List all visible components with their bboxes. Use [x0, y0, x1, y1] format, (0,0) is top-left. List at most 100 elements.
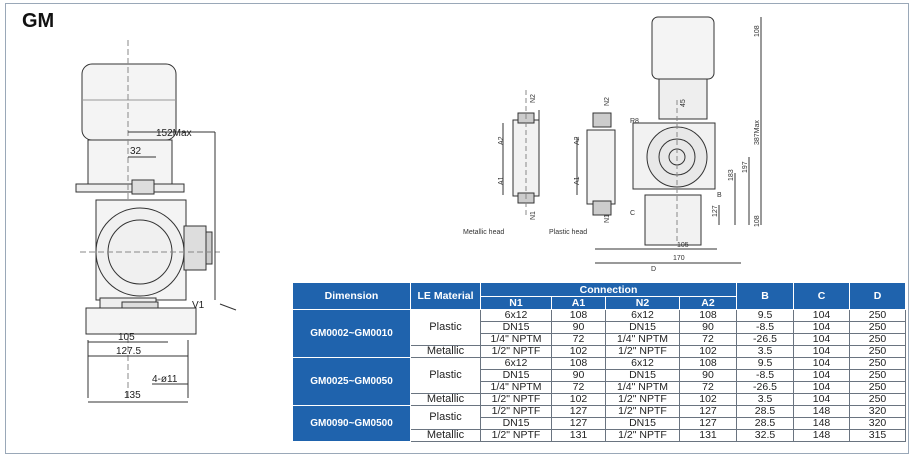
- cell-b: 3.5: [736, 345, 794, 358]
- cell-n2: 1/2" NPTF: [605, 405, 680, 418]
- cell-c: 104: [793, 345, 850, 358]
- dimension-table: Dimension LE Material Connection B C D N…: [292, 282, 906, 442]
- cell-c: 104: [793, 333, 850, 346]
- cell-a2: 102: [679, 345, 737, 358]
- header-n2: N2: [605, 296, 680, 310]
- material-cell: Metallic: [410, 393, 481, 406]
- cell-c: 104: [793, 309, 850, 322]
- cell-d: 250: [849, 345, 906, 358]
- cell-a1: 131: [551, 429, 606, 442]
- cell-a1: 102: [551, 345, 606, 358]
- header-le-material: LE Material: [410, 282, 481, 310]
- header-c: C: [793, 282, 850, 310]
- side-view-drawing: N2 A2 A1 N1 Metallic head N2 A2 A1 N1 Pl…: [463, 16, 762, 273]
- cell-b: 32.5: [736, 429, 794, 442]
- cell-n1: DN15: [480, 321, 552, 334]
- cell-a2: 90: [679, 369, 737, 382]
- dim-127: 127: [712, 205, 719, 217]
- dim-45: 45: [680, 99, 687, 107]
- cell-d: 250: [849, 381, 906, 394]
- cell-d: 250: [849, 369, 906, 382]
- cell-c: 148: [793, 405, 850, 418]
- group-dimension: GM0025~GM0050: [292, 357, 411, 406]
- cell-n2: 1/2" NPTF: [605, 429, 680, 442]
- cell-n1: DN15: [480, 369, 552, 382]
- dim-152max: 152Max: [156, 128, 192, 139]
- cell-c: 104: [793, 321, 850, 334]
- cell-d: 320: [849, 405, 906, 418]
- dim-a1-a: A1: [498, 176, 505, 185]
- cell-n2: 6x12: [605, 309, 680, 322]
- dim-105: 105: [118, 332, 135, 343]
- cell-n1: 1/4" NPTM: [480, 333, 552, 346]
- header-connection: Connection: [480, 282, 737, 297]
- cell-b: -26.5: [736, 381, 794, 394]
- cell-n2: DN15: [605, 417, 680, 430]
- plastic-head: [586, 129, 616, 205]
- cell-a1: 90: [551, 369, 606, 382]
- motor-side: [651, 16, 715, 80]
- cell-b: 9.5: [736, 357, 794, 370]
- dim-d: D: [651, 266, 656, 273]
- dim-n1-b: N1: [604, 214, 611, 223]
- cell-b: 28.5: [736, 405, 794, 418]
- cell-a2: 90: [679, 321, 737, 334]
- cell-d: 320: [849, 417, 906, 430]
- cell-b: 9.5: [736, 309, 794, 322]
- cell-d: 250: [849, 333, 906, 346]
- cell-n1: 1/4" NPTM: [480, 381, 552, 394]
- cell-n2: DN15: [605, 369, 680, 382]
- cell-a1: 72: [551, 381, 606, 394]
- header-n1: N1: [480, 296, 552, 310]
- cell-b: 3.5: [736, 393, 794, 406]
- cell-d: 250: [849, 357, 906, 370]
- cell-d: 250: [849, 309, 906, 322]
- dim-r8: R8: [630, 118, 639, 125]
- dim-v1: V1: [192, 300, 205, 311]
- cell-n1: 1/2" NPTF: [480, 393, 552, 406]
- front-view-drawing: 152Max 32 V1 105 127.5 4-ø11 135: [75, 40, 237, 403]
- cell-d: 250: [849, 393, 906, 406]
- cell-a1: 108: [551, 309, 606, 322]
- motor-base: [87, 139, 173, 185]
- cell-n2: 1/4" NPTM: [605, 381, 680, 394]
- cell-a2: 131: [679, 429, 737, 442]
- cell-d: 250: [849, 321, 906, 334]
- group-dimension: GM0090~GM0500: [292, 405, 411, 442]
- cell-n1: 1/2" NPTF: [480, 405, 552, 418]
- label-plastic-head: Plastic head: [549, 229, 587, 236]
- cell-n2: DN15: [605, 321, 680, 334]
- dim-183: 183: [728, 169, 735, 181]
- cell-a2: 108: [679, 309, 737, 322]
- dim-n1-a: N1: [530, 211, 537, 220]
- cell-n2: 1/2" NPTF: [605, 393, 680, 406]
- cell-b: -26.5: [736, 333, 794, 346]
- cell-a1: 102: [551, 393, 606, 406]
- cell-n2: 1/4" NPTM: [605, 333, 680, 346]
- cell-c: 148: [793, 417, 850, 430]
- cell-c: 104: [793, 369, 850, 382]
- group-dimension: GM0002~GM0010: [292, 309, 411, 358]
- page-title: GM: [22, 10, 55, 32]
- cell-a2: 127: [679, 405, 737, 418]
- cell-n2: 6x12: [605, 357, 680, 370]
- dim-4-phi-11: 4-ø11: [152, 374, 178, 385]
- cell-b: -8.5: [736, 369, 794, 382]
- header-b: B: [736, 282, 794, 310]
- pump-base: [85, 307, 197, 335]
- cell-n1: 1/2" NPTF: [480, 345, 552, 358]
- header-d: D: [849, 282, 906, 310]
- material-cell: Metallic: [410, 429, 481, 442]
- cell-c: 104: [793, 393, 850, 406]
- dim-n2-a: N2: [530, 94, 537, 103]
- cell-n1: 6x12: [480, 357, 552, 370]
- cell-d: 315: [849, 429, 906, 442]
- dim-127-5: 127.5: [116, 346, 141, 357]
- header-dimension: Dimension: [292, 282, 411, 310]
- header-a1: A1: [551, 296, 606, 310]
- material-cell: Plastic: [410, 309, 481, 346]
- cell-a2: 72: [679, 333, 737, 346]
- cell-n2: 1/2" NPTF: [605, 345, 680, 358]
- material-cell: Plastic: [410, 357, 481, 394]
- cell-a1: 108: [551, 357, 606, 370]
